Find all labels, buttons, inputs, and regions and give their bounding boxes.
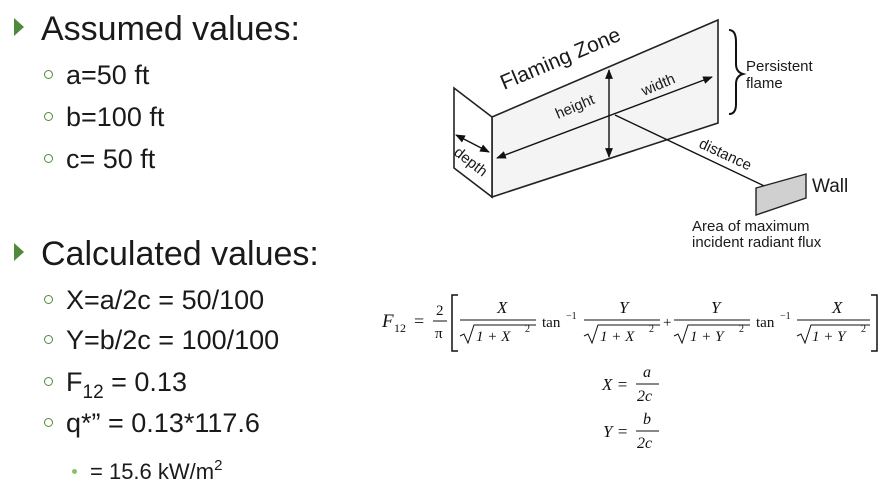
bullet-circle-icon — [44, 154, 53, 163]
eq-tan2-inv: −1 — [780, 311, 791, 322]
calculated-values-heading: Calculated values: — [14, 235, 319, 273]
q-result-text: = 15.6 kW/m — [90, 459, 215, 484]
eq-f12-subscript: 12 — [394, 321, 406, 335]
distance-arrow — [614, 114, 778, 193]
area-label-line2: incident radiant flux — [692, 234, 822, 251]
eq-plus: + — [663, 315, 671, 331]
calculated-heading-text: Calculated values: — [41, 235, 319, 273]
persistent-flame-brace — [728, 29, 747, 115]
wall-label: Wall — [812, 176, 848, 197]
eq-term2-den: 1 + X — [600, 329, 635, 345]
eq-tan2: tan — [756, 315, 775, 331]
assumed-item-text: c= 50 ft — [66, 144, 156, 174]
assumed-item-text: a=50 ft — [66, 60, 150, 90]
eq-term2-den-sq: 2 — [649, 324, 654, 335]
q-result-exponent: 2 — [214, 457, 223, 474]
eq-term2-num: Y — [619, 298, 630, 317]
bullet-arrow-icon — [14, 18, 24, 36]
eq-term4-num: X — [831, 298, 843, 317]
assumed-values-heading: Assumed values: — [14, 10, 300, 48]
calc-item-text: Y=b/2c = 100/100 — [66, 325, 280, 355]
eq-y-def-den: 2c — [637, 435, 652, 452]
eq-term3-den-sq: 2 — [739, 324, 744, 335]
assumed-item-a: a=50 ft — [44, 59, 149, 91]
depth-arrow — [455, 134, 490, 153]
eq-two: 2 — [436, 303, 444, 319]
bullet-dot-icon — [72, 469, 77, 474]
eq-f12-symbol: F — [381, 311, 394, 332]
width-arrow — [496, 76, 713, 159]
calc-item-y: Y=b/2c = 100/100 — [44, 324, 279, 356]
eq-x-def-den: 2c — [637, 388, 652, 405]
bullet-circle-icon — [44, 70, 53, 79]
bullet-circle-icon — [44, 377, 53, 386]
eq-term4-den: 1 + Y — [812, 329, 847, 345]
eq-y-def-num: b — [643, 411, 651, 428]
bullet-arrow-icon — [14, 243, 24, 261]
bullet-circle-icon — [44, 335, 53, 344]
flame-label: flame — [746, 75, 783, 92]
eq-term3-num: Y — [711, 298, 722, 317]
eq-y-def-lhs: Y = — [603, 422, 628, 441]
area-label-line1: Area of maximum — [692, 218, 810, 235]
eq-term1-sqrt — [459, 324, 536, 345]
view-factor-equation: F 12 = 2 π X 1 + X 2 tan −1 Y 1 + X 2 + … — [381, 294, 878, 452]
eq-x-def-lhs: X = — [601, 375, 628, 394]
eq-term1-den-sq: 2 — [525, 324, 530, 335]
eq-tan1: tan — [542, 315, 561, 331]
bullet-circle-icon — [44, 418, 53, 427]
assumed-heading-text: Assumed values: — [41, 10, 300, 48]
distance-label: distance — [696, 135, 754, 174]
assumed-item-b: b=100 ft — [44, 101, 164, 133]
wall-panel — [755, 173, 807, 216]
calc-subitem-q-result: = 15.6 kW/m2 — [72, 453, 222, 485]
eq-term1-num: X — [496, 298, 508, 317]
eq-left-bracket — [451, 294, 458, 352]
f-subscript: 12 — [82, 382, 104, 403]
eq-tan1-inv: −1 — [566, 311, 577, 322]
flaming-zone-diagram: Flaming Zone height width depth distance… — [451, 18, 848, 251]
eq-equals: = — [414, 311, 424, 331]
bullet-circle-icon — [44, 295, 53, 304]
eq-term1-den: 1 + X — [476, 329, 511, 345]
f-value: = 0.13 — [103, 367, 187, 397]
calc-item-f12: F12 = 0.13 — [44, 366, 187, 409]
f-symbol: F — [66, 367, 83, 397]
bullet-circle-icon — [44, 112, 53, 121]
persistent-label: Persistent — [746, 58, 814, 75]
calc-item-text: X=a/2c = 50/100 — [66, 285, 265, 315]
flame-zone-side-face — [453, 86, 493, 199]
eq-x-def-num: a — [643, 364, 651, 381]
eq-term3-den: 1 + Y — [690, 329, 725, 345]
eq-term3-sqrt — [673, 324, 750, 345]
eq-pi: π — [435, 326, 443, 342]
assumed-item-c: c= 50 ft — [44, 143, 155, 175]
eq-term4-sqrt — [796, 324, 870, 345]
eq-right-bracket — [871, 294, 878, 352]
assumed-item-text: b=100 ft — [66, 102, 165, 132]
calc-item-q: q*” = 0.13*117.6 — [44, 407, 260, 439]
calc-item-text: q*” = 0.13*117.6 — [66, 408, 260, 438]
calc-item-x: X=a/2c = 50/100 — [44, 284, 264, 316]
eq-term4-den-sq: 2 — [861, 324, 866, 335]
eq-term2-sqrt — [583, 324, 660, 345]
